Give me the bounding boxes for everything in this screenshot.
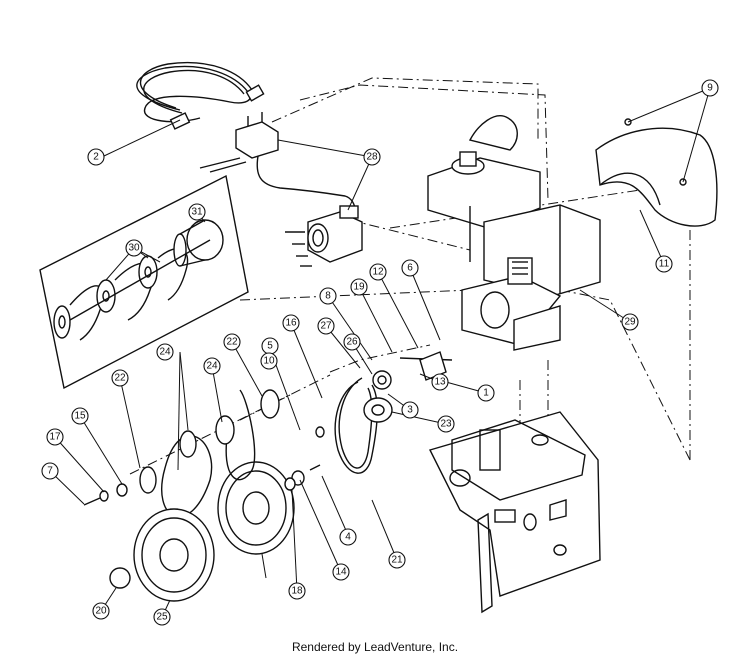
svg-text:22: 22 <box>226 337 238 348</box>
svg-text:8: 8 <box>325 291 331 302</box>
callout-9[interactable]: 9 <box>701 79 719 97</box>
svg-text:29: 29 <box>624 317 636 328</box>
callout-19[interactable]: 19 <box>350 278 368 296</box>
svg-text:24: 24 <box>206 361 218 372</box>
svg-text:30: 30 <box>128 243 140 254</box>
callouts: 1 2 3 4 5 6 7 8 9 10 11 12 13 14 15 16 1… <box>41 79 719 626</box>
callout-25[interactable]: 25 <box>153 608 171 626</box>
callout-21[interactable]: 21 <box>388 551 406 569</box>
svg-text:16: 16 <box>285 318 297 329</box>
callout-26[interactable]: 26 <box>343 333 361 351</box>
frame-plate <box>428 411 601 614</box>
callout-20[interactable]: 20 <box>92 602 110 620</box>
svg-text:26: 26 <box>346 337 358 348</box>
callout-12[interactable]: 12 <box>369 263 387 281</box>
electric-starter <box>285 205 363 267</box>
callout-22a[interactable]: 22 <box>111 369 129 387</box>
svg-text:9: 9 <box>707 83 713 94</box>
svg-text:21: 21 <box>391 555 403 566</box>
callout-14[interactable]: 14 <box>332 563 350 581</box>
engine <box>427 115 601 351</box>
callout-16[interactable]: 16 <box>282 314 300 332</box>
callout-31[interactable]: 31 <box>188 203 206 221</box>
callout-3[interactable]: 3 <box>401 401 419 419</box>
svg-text:24: 24 <box>159 347 171 358</box>
svg-text:27: 27 <box>320 321 332 332</box>
callout-8[interactable]: 8 <box>319 287 337 305</box>
callout-24b[interactable]: 24 <box>203 357 221 375</box>
svg-text:5: 5 <box>267 341 273 352</box>
callout-4[interactable]: 4 <box>339 528 357 546</box>
callout-28[interactable]: 28 <box>363 148 381 166</box>
svg-text:25: 25 <box>156 612 168 623</box>
callout-2[interactable]: 2 <box>87 148 105 166</box>
callout-30[interactable]: 30 <box>125 239 143 257</box>
engine-shield <box>595 118 718 227</box>
svg-text:11: 11 <box>659 259 670 270</box>
svg-text:22: 22 <box>114 373 126 384</box>
callout-11[interactable]: 11 <box>655 255 673 273</box>
callout-17[interactable]: 17 <box>46 428 64 446</box>
svg-text:10: 10 <box>263 356 275 367</box>
svg-text:13: 13 <box>434 377 446 388</box>
callout-6[interactable]: 6 <box>401 259 419 277</box>
auger-pulley-assembly <box>83 389 325 602</box>
svg-text:6: 6 <box>407 263 413 274</box>
svg-text:20: 20 <box>95 606 107 617</box>
starter-switch-box <box>199 112 356 211</box>
svg-text:14: 14 <box>335 567 347 578</box>
svg-text:17: 17 <box>49 432 61 443</box>
callout-7[interactable]: 7 <box>41 462 59 480</box>
callout-24a[interactable]: 24 <box>156 343 174 361</box>
callout-29[interactable]: 29 <box>621 313 639 331</box>
svg-text:12: 12 <box>372 267 384 278</box>
svg-text:28: 28 <box>366 152 378 163</box>
power-cord <box>136 61 265 130</box>
callout-1[interactable]: 1 <box>477 384 495 402</box>
svg-text:19: 19 <box>353 282 365 293</box>
callout-18[interactable]: 18 <box>288 582 306 600</box>
callout-15[interactable]: 15 <box>71 407 89 425</box>
callout-10[interactable]: 10 <box>260 352 278 370</box>
svg-text:1: 1 <box>483 388 489 399</box>
callout-5[interactable]: 5 <box>261 337 279 355</box>
svg-text:15: 15 <box>74 411 86 422</box>
pulley-kit-inset <box>39 174 249 390</box>
callout-22b[interactable]: 22 <box>223 333 241 351</box>
svg-text:7: 7 <box>47 466 53 477</box>
svg-text:18: 18 <box>291 586 303 597</box>
svg-text:23: 23 <box>440 419 452 430</box>
svg-text:31: 31 <box>191 207 203 218</box>
callout-13[interactable]: 13 <box>431 373 449 391</box>
rendered-by-credit: Rendered by LeadVenture, Inc. <box>291 640 459 654</box>
svg-text:4: 4 <box>345 532 351 543</box>
svg-text:2: 2 <box>93 152 99 163</box>
callout-23[interactable]: 23 <box>437 415 455 433</box>
callout-27[interactable]: 27 <box>317 317 335 335</box>
drive-belt <box>334 351 453 474</box>
svg-text:3: 3 <box>407 405 413 416</box>
